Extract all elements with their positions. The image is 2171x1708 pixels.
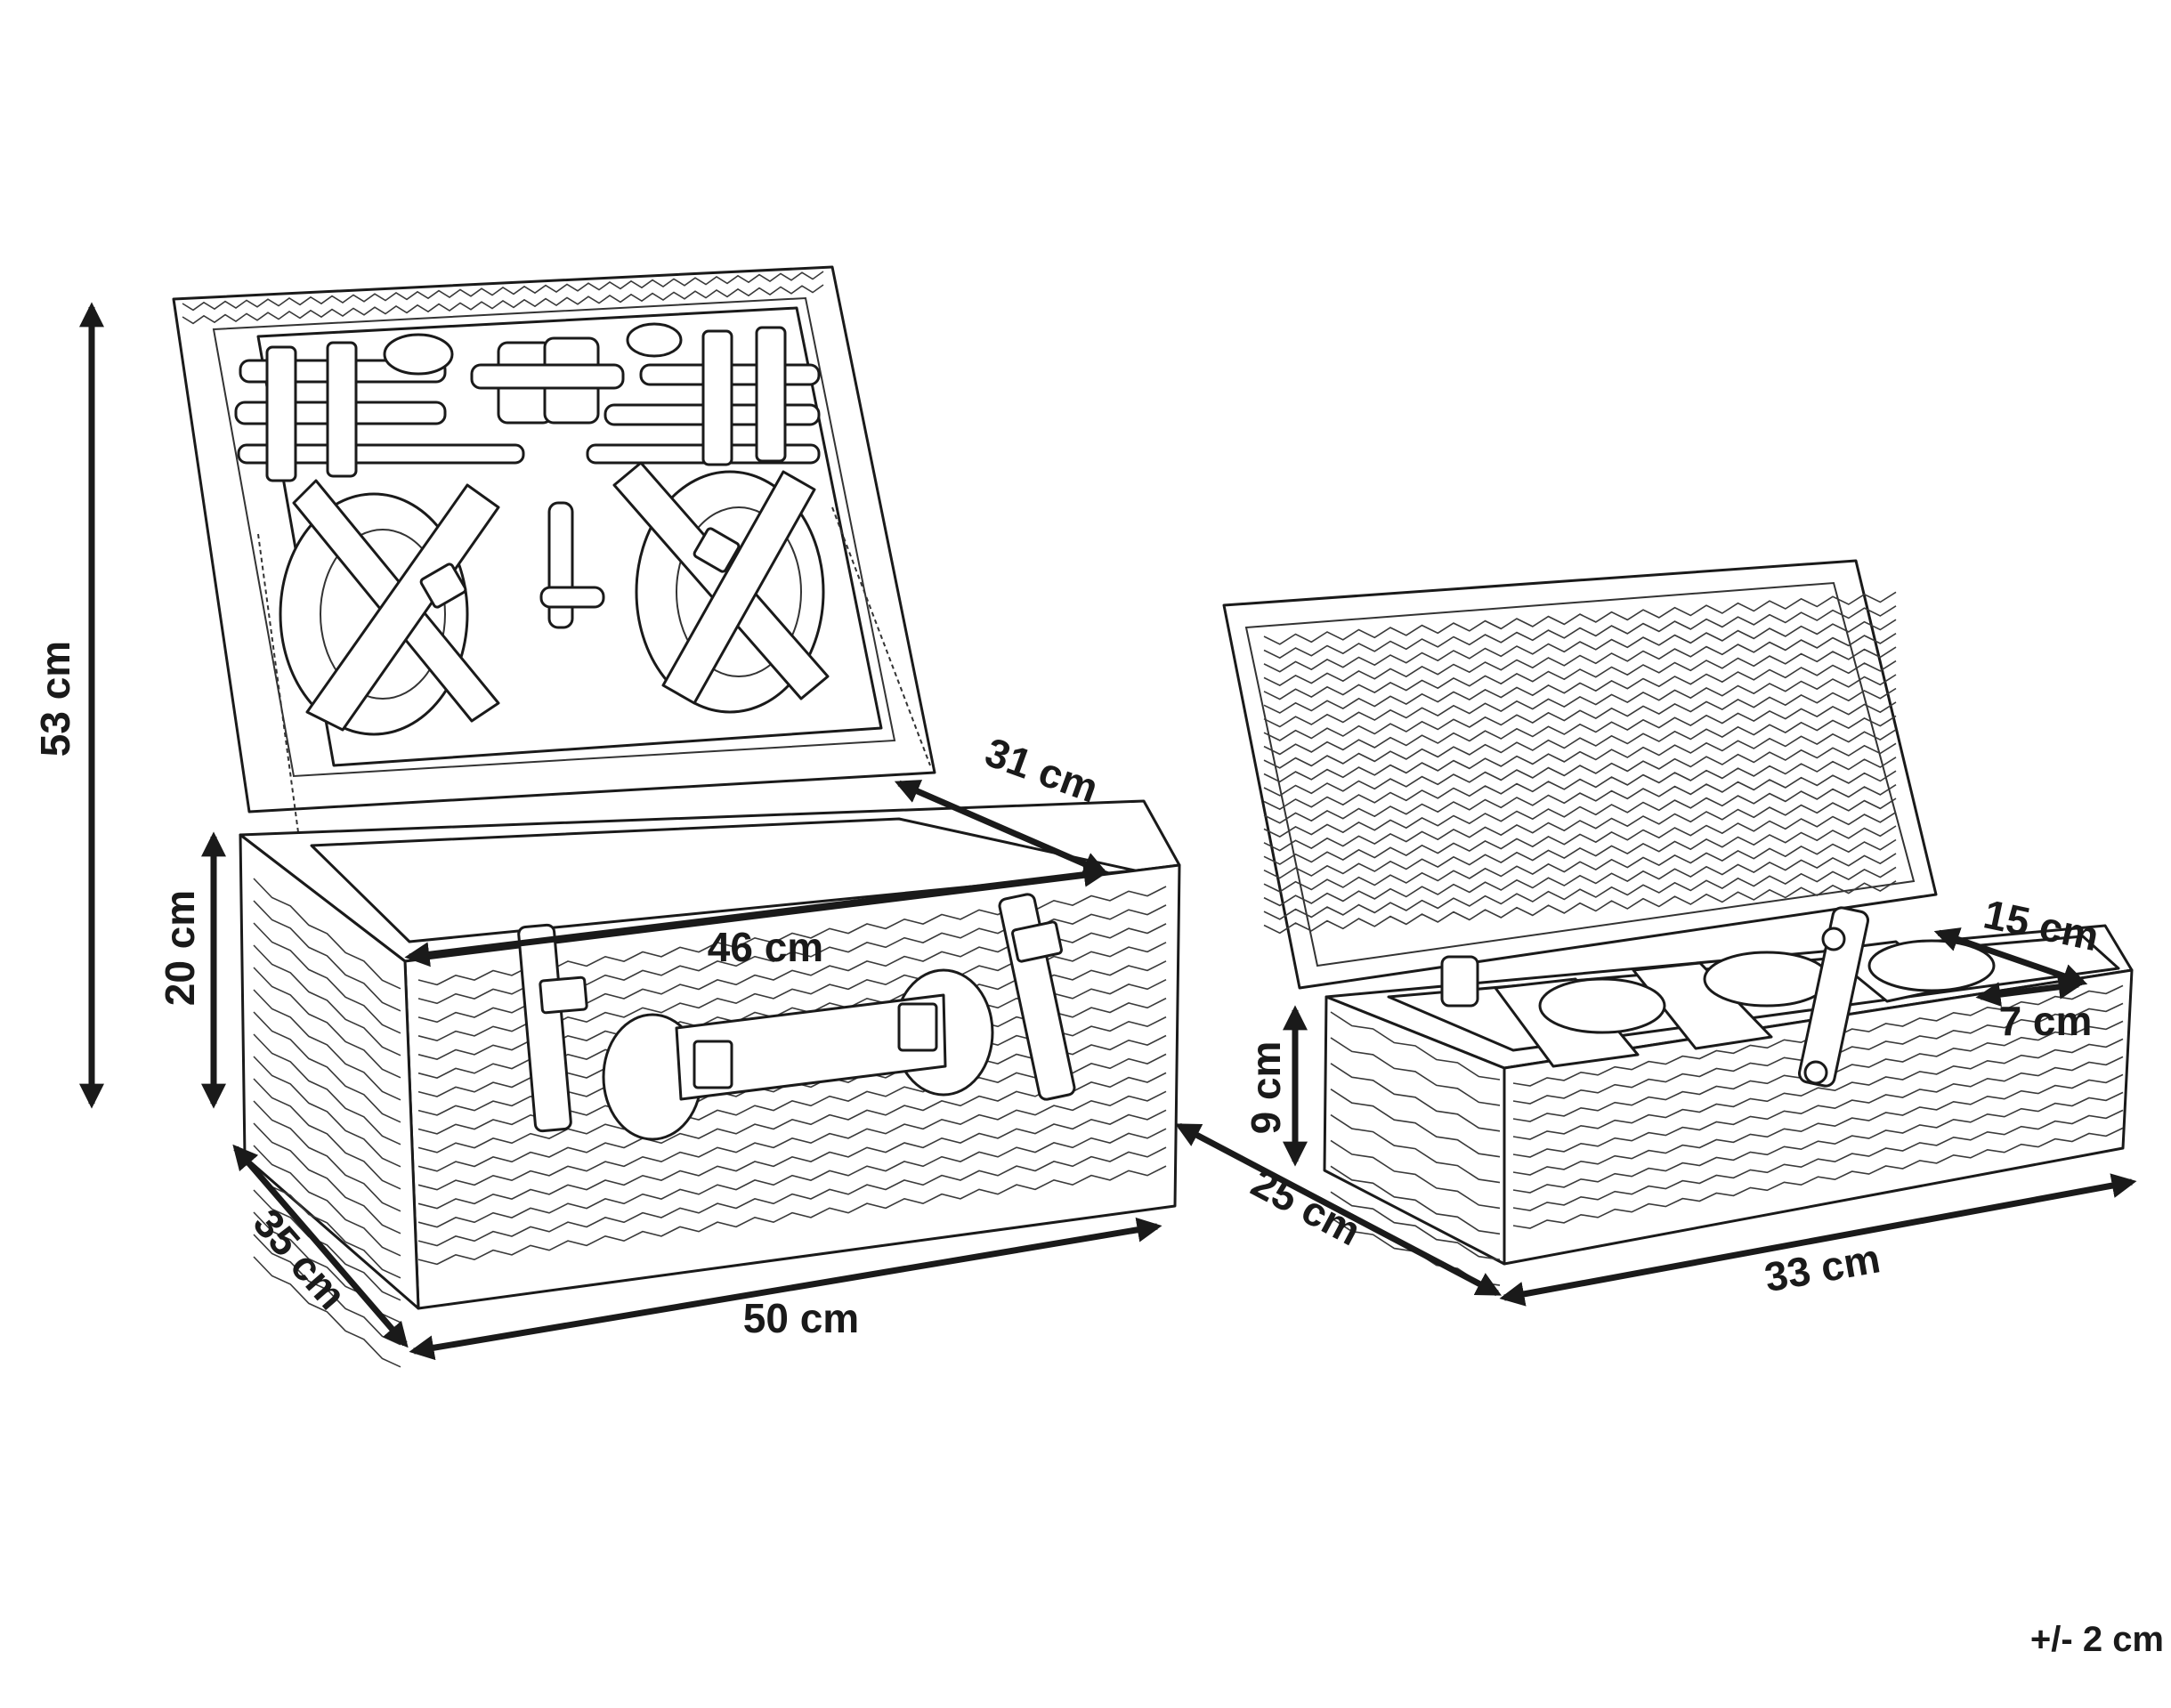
label-large-width: 50 cm — [743, 1295, 859, 1341]
label-large-total-height: 53 cm — [32, 641, 78, 757]
small-lid-weave — [1263, 591, 1897, 935]
small-basket-hinge-strap — [1440, 906, 1869, 1088]
label-large-body-height: 20 cm — [157, 890, 203, 1006]
label-small-comp-width: 7 cm — [1999, 998, 2093, 1044]
label-small-height: 9 cm — [1243, 1041, 1289, 1135]
plate-right — [612, 461, 830, 714]
small-basket-lid — [1222, 559, 1938, 990]
small-basket-compartments — [1494, 939, 1996, 1068]
arrow-small-comp-length — [1933, 927, 2088, 988]
cutlery-set — [234, 322, 821, 482]
label-large-inner-depth: 31 cm — [979, 728, 1104, 811]
arrow-small-comp-width — [1975, 974, 2084, 1008]
large-basket — [172, 265, 1181, 1368]
lid-rim-weave — [182, 271, 824, 325]
arrow-small-width — [1499, 1173, 2137, 1307]
large-basket-front-hardware — [517, 893, 1076, 1141]
tolerance-note: +/- 2 cm — [2029, 1620, 2164, 1659]
arrow-large-width — [409, 1217, 1162, 1361]
arrow-small-depth — [1175, 1122, 1502, 1297]
dimension-arrows — [79, 302, 2137, 1361]
arrow-large-inner-depth — [894, 780, 1109, 876]
plate-left — [279, 479, 500, 736]
label-large-inner-width: 46 cm — [708, 924, 823, 970]
corkscrew — [539, 501, 605, 629]
arrow-large-inner-width — [404, 862, 1109, 967]
arrow-large-depth — [232, 1144, 409, 1348]
